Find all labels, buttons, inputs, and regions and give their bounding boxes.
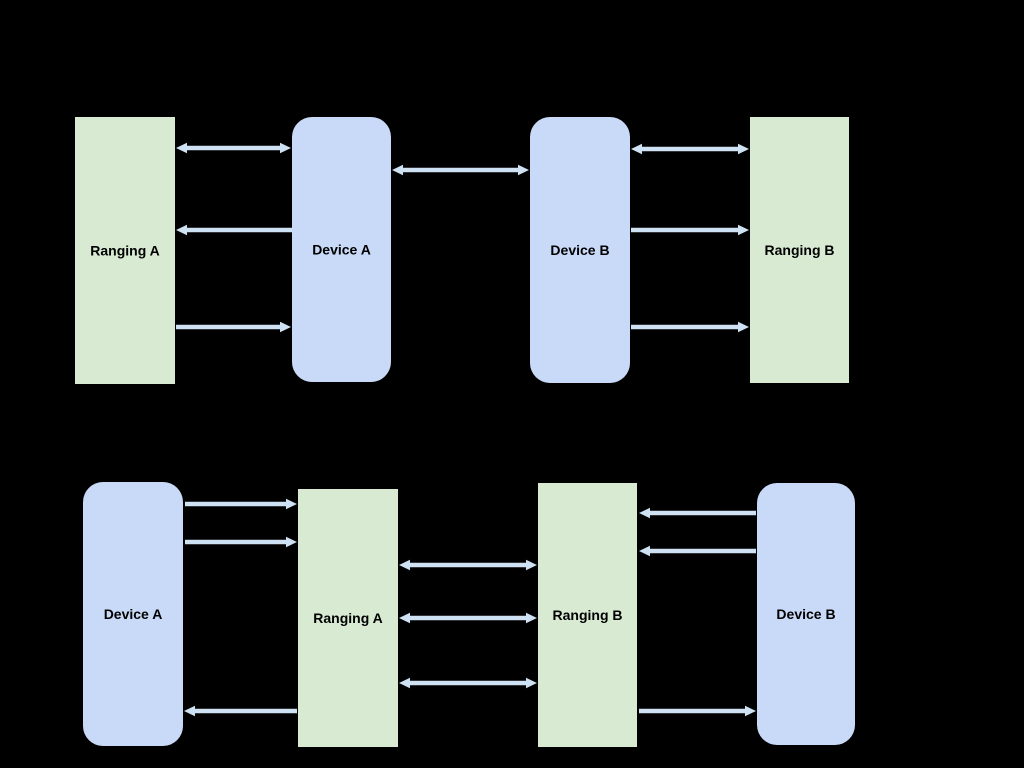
node-bottom-device-a-box: [83, 482, 183, 746]
arrow-bottom-device-b-to-ranging-b-1: [639, 507, 756, 519]
arrow-top-ranging-a-to-device-a: [176, 321, 291, 333]
arrow-top-device-a-device-b-bidir: [392, 164, 529, 176]
node-bottom-device-b-label: Device B: [776, 606, 835, 622]
node-top-ranging-a-label: Ranging A: [90, 243, 159, 259]
node-top-ranging-a-box: [75, 117, 175, 384]
arrow-top-device-a-to-ranging-a: [176, 224, 292, 236]
arrow-top-device-b-to-ranging-b-2: [631, 321, 749, 333]
node-bottom-ranging-a-box: [298, 489, 398, 747]
node-bottom-ranging-b-box: [538, 483, 637, 747]
node-bottom-device-a-label: Device A: [104, 606, 163, 622]
arrow-top-device-b-to-ranging-b-1: [631, 224, 749, 236]
node-top-ranging-b-box: [750, 117, 849, 383]
node-bottom-ranging-b-label: Ranging B: [553, 607, 623, 623]
node-top-device-b-box: [530, 117, 630, 383]
arrow-bottom-device-a-to-ranging-a-1: [185, 498, 297, 510]
arrow-bottom-ranging-a-to-device-a: [184, 705, 297, 717]
node-bottom-device-b-box: [757, 483, 855, 745]
arrow-top-device-b-ranging-b-bidir: [631, 143, 749, 155]
node-top-ranging-b-label: Ranging B: [765, 242, 835, 258]
arrow-bottom-ranging-a-ranging-b-bidir-2: [399, 612, 537, 624]
arrow-top-ranging-a-device-a-bidir: [176, 142, 291, 154]
node-top-device-a-label: Device A: [312, 242, 371, 258]
node-top-device-a-box: [292, 117, 391, 382]
arrow-bottom-device-a-to-ranging-a-2: [185, 536, 297, 548]
arrow-bottom-device-b-to-ranging-b-2: [639, 545, 756, 557]
node-top-device-b-label: Device B: [550, 242, 609, 258]
node-bottom-ranging-a-label: Ranging A: [313, 610, 382, 626]
arrow-bottom-ranging-a-ranging-b-bidir-3: [399, 677, 537, 689]
arrow-bottom-ranging-b-to-device-b: [639, 705, 756, 717]
arrow-bottom-ranging-a-ranging-b-bidir-1: [399, 559, 537, 571]
